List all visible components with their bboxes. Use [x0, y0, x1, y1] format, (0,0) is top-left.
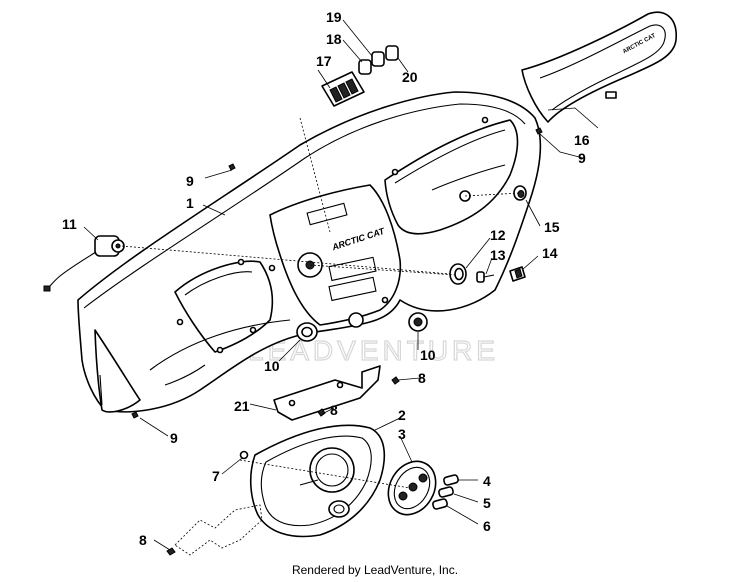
part-17-switch-panel	[321, 71, 365, 107]
part-11-ignition-switch	[43, 235, 125, 292]
callout-13: 13	[490, 247, 506, 263]
part-20-switch	[385, 45, 399, 61]
callout-14: 14	[542, 245, 558, 261]
callouts: 19 18 17 20 16 9 9 1 11 15 12 13 14 10 1…	[62, 9, 590, 548]
callout-20: 20	[402, 69, 418, 85]
part-12-bezel-ring	[449, 263, 467, 285]
callout-10-right: 10	[420, 347, 436, 363]
part-13-lock-key	[476, 271, 495, 283]
callout-8-bottom: 8	[139, 532, 147, 548]
part-10-knob-left	[296, 322, 318, 342]
callout-1: 1	[186, 195, 194, 211]
callout-8-middle: 8	[330, 402, 338, 418]
part-6-bulb	[432, 498, 448, 510]
callout-9-bottom: 9	[170, 430, 178, 446]
leader-lines	[83, 19, 599, 551]
callout-12: 12	[490, 227, 506, 243]
screws	[131, 127, 543, 556]
callout-4: 4	[483, 473, 491, 489]
callout-11: 11	[62, 216, 77, 232]
watermark: LEADVENTURE	[248, 335, 499, 366]
part-16-cover: ARCTIC CAT	[521, 11, 677, 123]
part-4-bulb	[443, 474, 459, 486]
part-10-knob-right	[408, 312, 428, 332]
part-18-switch	[358, 59, 372, 75]
callout-5: 5	[483, 495, 491, 511]
part-15-plug	[513, 185, 527, 201]
callout-17: 17	[316, 53, 332, 69]
callout-19: 19	[326, 9, 342, 25]
callout-10-left: 10	[264, 358, 280, 374]
mount-ghost	[174, 504, 263, 556]
part-19-switch	[371, 51, 385, 67]
footer-credit: Rendered by LeadVenture, Inc.	[291, 563, 459, 577]
part-14-cap	[509, 266, 526, 282]
callout-8-right: 8	[418, 370, 426, 386]
callout-15: 15	[544, 219, 560, 235]
callout-7: 7	[212, 468, 220, 484]
part-5-bulb	[438, 486, 454, 498]
callout-2: 2	[398, 407, 406, 423]
part-21-bracket	[273, 365, 381, 421]
callout-9-top-left: 9	[186, 173, 194, 189]
part-1-dash-panel: ARCTIC CAT	[77, 91, 542, 413]
callout-16: 16	[574, 132, 590, 148]
callout-6: 6	[483, 518, 491, 534]
part-2-gauge-housing	[249, 424, 386, 538]
part-3-indicator-bezel	[387, 460, 437, 516]
callout-9-top-right: 9	[578, 150, 586, 166]
callout-18: 18	[326, 31, 342, 47]
callout-3: 3	[398, 426, 406, 442]
callout-21: 21	[234, 398, 250, 414]
